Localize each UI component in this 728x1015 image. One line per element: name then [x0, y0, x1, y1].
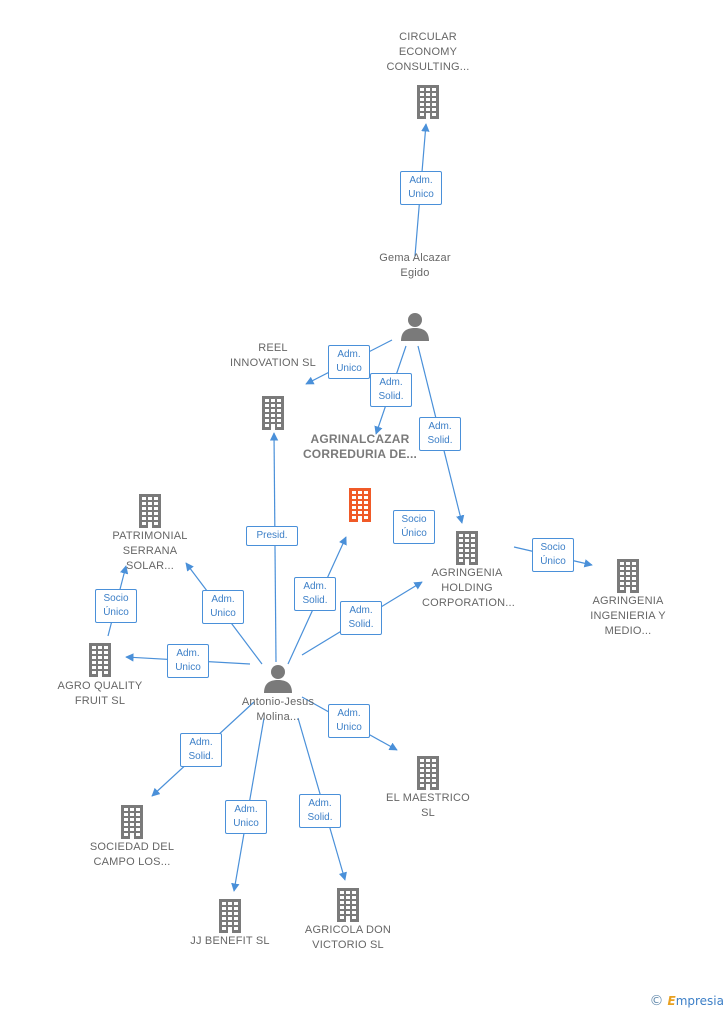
edge-role-line2: Unico	[233, 818, 259, 829]
building-icon[interactable]	[137, 494, 163, 533]
node-label[interactable]: AGRICOLA DON VICTORIO SL	[304, 924, 392, 951]
person-icon[interactable]	[400, 311, 430, 346]
edge-role-line1: Adm.	[211, 594, 235, 605]
edge-label-antonio-to-jj_benefit[interactable]: Adm. Unico	[225, 800, 267, 834]
edge-role-line1: Socio	[540, 542, 566, 553]
edge-role-line2: Único	[401, 528, 427, 539]
node-label[interactable]: Antonio-Jesus Molina...	[241, 696, 315, 723]
edge-role-line2: Solid.	[302, 595, 328, 606]
building-icon[interactable]	[454, 531, 480, 570]
edge-role-line1: Adm.	[337, 708, 361, 719]
edge-antonio-to-reel	[269, 432, 279, 663]
edge-role-line2: Solid.	[427, 435, 453, 446]
edge-role-line1: Adm.	[379, 377, 403, 388]
edge-role-line1: Adm.	[308, 798, 332, 809]
edge-role-line1: Adm.	[176, 648, 200, 659]
node-label[interactable]: AGRINGENIA HOLDING CORPORATION...	[422, 567, 516, 609]
node-label[interactable]: SOCIEDAD DEL CAMPO LOS...	[89, 841, 175, 868]
brand-logo-initial: E	[667, 994, 676, 1008]
edge-role-line1: Adm.	[428, 421, 452, 432]
building-icon[interactable]	[615, 559, 641, 598]
edge-role-line2: Solid.	[188, 751, 214, 762]
edge-label-gema-to-circular[interactable]: Adm. Unico	[400, 171, 442, 205]
edge-role-line2: Unico	[336, 722, 362, 733]
node-label[interactable]: AGRINGENIA INGENIERIA Y MEDIO...	[590, 595, 666, 637]
edge-role-line1: Adm.	[303, 581, 327, 592]
edge-role-line2: Solid.	[378, 391, 404, 402]
edge-label-antonio-to-agrinalcazar[interactable]: Adm. Solid.	[294, 577, 336, 611]
building-icon[interactable]	[217, 899, 243, 938]
edge-role-line2: Unico	[175, 662, 201, 673]
edge-role-line2: Unico	[408, 189, 434, 200]
node-label[interactable]: AGRO QUALITY FRUIT SL	[57, 680, 143, 707]
brand-name: mpresia	[675, 994, 724, 1008]
edge-label-antonio-to-sociedad_campo[interactable]: Adm. Solid.	[180, 733, 222, 767]
edge-label-gema-to-agringenia_holding[interactable]: Adm. Solid.	[419, 417, 461, 451]
building-icon-highlighted[interactable]	[347, 488, 373, 527]
node-label[interactable]: JJ BENEFIT SL	[190, 935, 270, 947]
edge-role-line1: Presid.	[256, 530, 288, 541]
building-icon[interactable]	[335, 888, 361, 927]
edge-label-antonio-to-patrimonial[interactable]: Adm. Unico	[202, 590, 244, 624]
building-icon[interactable]	[260, 396, 286, 435]
edge-role-line2: Único	[540, 556, 566, 567]
brand-footer[interactable]: ©Empresia	[649, 993, 724, 1009]
node-label[interactable]: EL MAESTRICO SL	[386, 792, 470, 819]
edge-label-antonio-to-el_maestrico[interactable]: Adm. Unico	[328, 704, 370, 738]
edge-role-line2: Único	[103, 607, 129, 618]
edge-role-line2: Unico	[210, 608, 236, 619]
edge-label-gema-to-agrinalcazar[interactable]: Adm. Solid.	[370, 373, 412, 407]
node-label[interactable]: REEL INNOVATION SL	[230, 342, 316, 369]
edge-label-gema-to-reel[interactable]: Adm. Unico	[328, 345, 370, 379]
edge-role-line2: Unico	[336, 363, 362, 374]
node-label[interactable]: AGRINALCAZAR CORREDURIA DE...	[302, 432, 418, 461]
edge-label-antonio-to-agricola_don[interactable]: Adm. Solid.	[299, 794, 341, 828]
edge-role-line2: Solid.	[307, 812, 333, 823]
edge-role-line2: Solid.	[348, 619, 374, 630]
person-icon[interactable]	[263, 663, 293, 698]
building-icon[interactable]	[119, 805, 145, 844]
copyright-icon: ©	[649, 993, 664, 1009]
node-label[interactable]: PATRIMONIAL SERRANA SOLAR...	[112, 530, 188, 572]
edge-role-line1: Adm.	[337, 349, 361, 360]
node-label[interactable]: CIRCULAR ECONOMY CONSULTING...	[386, 31, 470, 73]
edge-role-line1: Adm.	[409, 175, 433, 186]
building-icon[interactable]	[415, 85, 441, 124]
edge-role-line1: Adm.	[234, 804, 258, 815]
edge-role-line1: Adm.	[349, 605, 373, 616]
edge-role-line1: Socio	[401, 514, 427, 525]
edge-role-line1: Adm.	[189, 737, 213, 748]
edge-label-antonio-to-reel[interactable]: Presid.	[246, 526, 298, 546]
node-label[interactable]: Gema Alcazar Egido	[379, 252, 451, 279]
edge-role-line1: Socio	[103, 593, 129, 604]
building-icon[interactable]	[415, 756, 441, 795]
edge-label-antonio-to-agro_quality[interactable]: Adm. Unico	[167, 644, 209, 678]
building-icon[interactable]	[87, 643, 113, 682]
edge-label-antonio-to-agringenia_holding[interactable]: Adm. Solid.	[340, 601, 382, 635]
